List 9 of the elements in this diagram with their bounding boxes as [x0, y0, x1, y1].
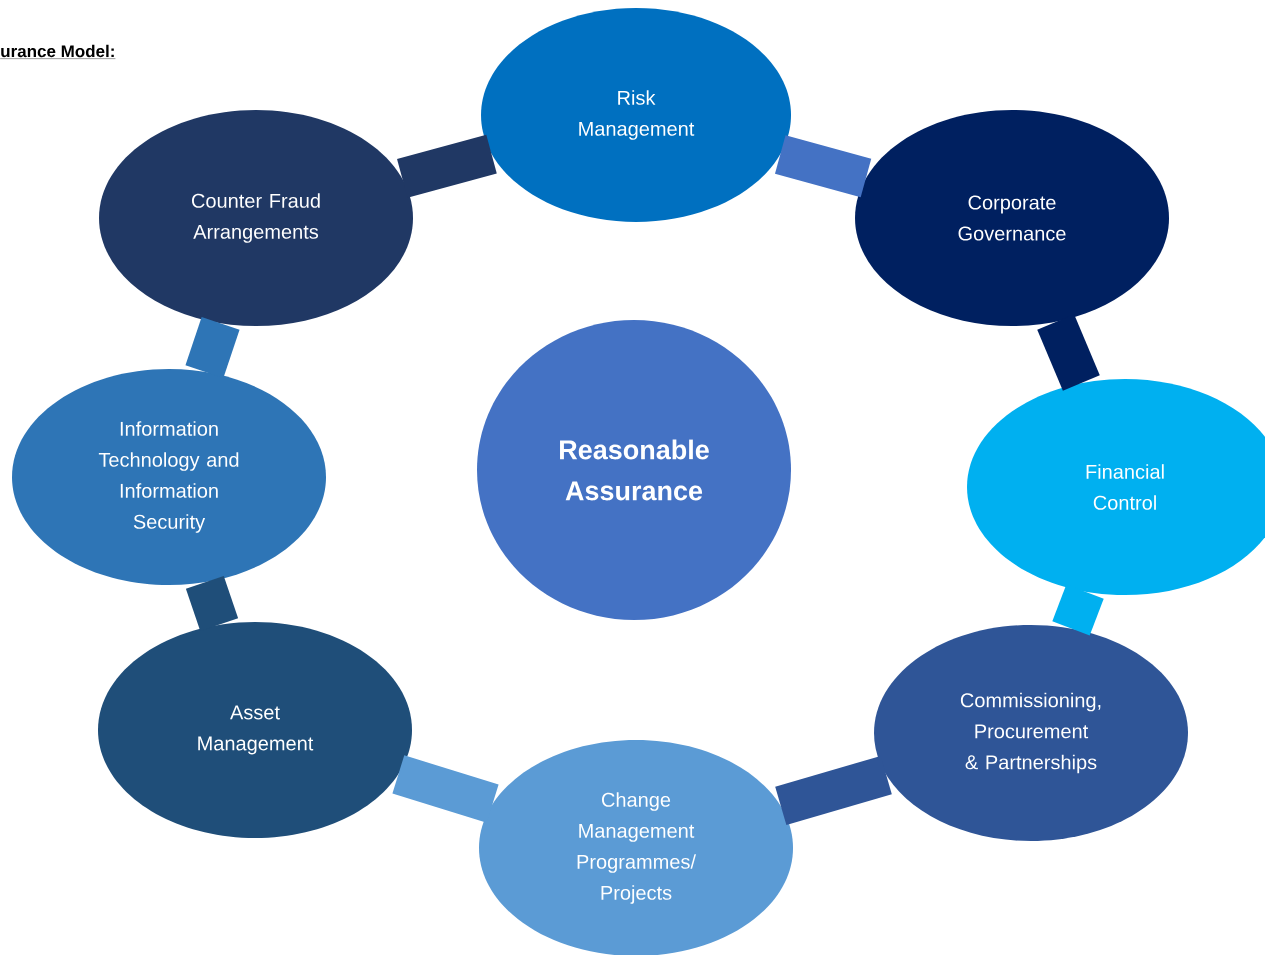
connector-band — [185, 317, 240, 378]
connector-band — [775, 755, 892, 826]
connector-band — [1037, 314, 1100, 391]
connector-band — [185, 575, 239, 632]
connector-band — [392, 755, 499, 823]
connector-band — [397, 134, 497, 198]
connector-band — [1052, 584, 1104, 636]
connector-band — [775, 135, 872, 198]
heading: urance Model: — [0, 44, 116, 59]
